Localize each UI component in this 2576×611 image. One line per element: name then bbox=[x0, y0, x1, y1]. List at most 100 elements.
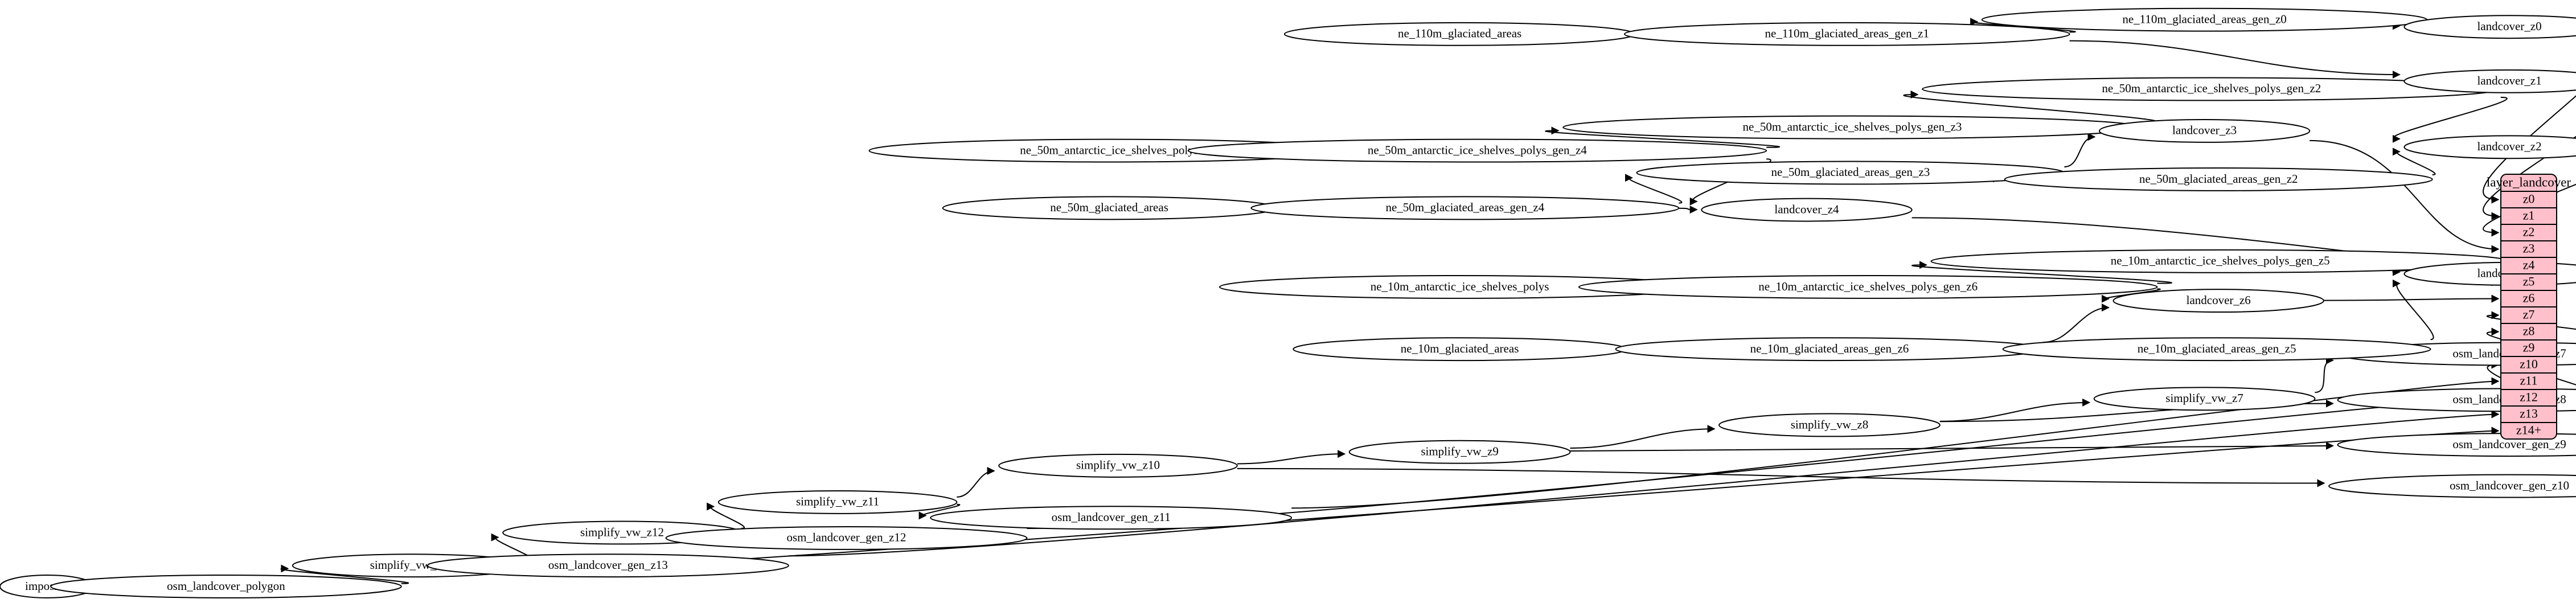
graph-node-ne_10m_antarctic_ice_shelves_polys_gen_z6[interactable]: ne_10m_antarctic_ice_shelves_polys_gen_z… bbox=[1578, 275, 2158, 299]
edge-simplify_vw_z9--to--simplify_vw_z8 bbox=[1570, 425, 1716, 449]
node-label: landcover_z2 bbox=[2477, 140, 2541, 153]
graph-node-osm_landcover_polygon[interactable]: osm_landcover_polygon bbox=[50, 575, 402, 598]
node-ellipse bbox=[2004, 167, 2433, 191]
layer-table-row-z13[interactable]: z13 bbox=[2520, 407, 2538, 421]
layer-table-row-z1[interactable]: z1 bbox=[2523, 208, 2535, 223]
layer-table-row-z12[interactable]: z12 bbox=[2520, 390, 2538, 404]
node-label: ne_50m_glaciated_areas_gen_z3 bbox=[1771, 165, 1930, 179]
graph-node-landcover_z6[interactable]: landcover_z6 bbox=[2113, 289, 2324, 313]
graph-node-simplify_vw_z9[interactable]: simplify_vw_z9 bbox=[1348, 440, 1571, 464]
layer-table-row-z6[interactable]: z6 bbox=[2523, 291, 2535, 305]
layer-table-row-z0[interactable]: z0 bbox=[2523, 192, 2535, 206]
graph-node-ne_50m_glaciated_areas_gen_z2[interactable]: ne_50m_glaciated_areas_gen_z2 bbox=[2004, 167, 2433, 191]
graph-node-ne_10m_glaciated_areas_gen_z5[interactable]: ne_10m_glaciated_areas_gen_z5 bbox=[2002, 337, 2431, 362]
node-label: ne_50m_glaciated_areas_gen_z2 bbox=[2139, 172, 2298, 186]
node-ellipse bbox=[2328, 474, 2576, 498]
graph-node-ne_110m_glaciated_areas_gen_z1[interactable]: ne_110m_glaciated_areas_gen_z1 bbox=[1623, 22, 2070, 46]
node-label: simplify_vw_z12 bbox=[580, 525, 664, 539]
graph-node-landcover_z4[interactable]: landcover_z4 bbox=[1701, 198, 1913, 222]
node-label: ne_50m_glaciated_areas_gen_z4 bbox=[1385, 200, 1544, 214]
layer-table-title: layer_landcover bbox=[2487, 175, 2571, 189]
node-ellipse bbox=[2002, 337, 2431, 362]
node-label: osm_landcover_gen_z10 bbox=[2450, 478, 2569, 492]
edge-osm_landcover_gen_z7--to--layer_landcover-z7 bbox=[2486, 311, 2576, 330]
layer-table-row-z11[interactable]: z11 bbox=[2520, 374, 2538, 388]
node-label: ne_10m_glaciated_areas_gen_z5 bbox=[2138, 342, 2296, 355]
graph-node-ne_50m_glaciated_areas_gen_z4[interactable]: ne_50m_glaciated_areas_gen_z4 bbox=[1250, 196, 1680, 220]
graph-node-ne_10m_antarctic_ice_shelves_polys_gen_z5[interactable]: ne_10m_antarctic_ice_shelves_polys_gen_z… bbox=[1930, 249, 2511, 273]
layer-table-row-z4[interactable]: z4 bbox=[2523, 258, 2535, 272]
graph-node-ne_110m_glaciated_areas_gen_z0[interactable]: ne_110m_glaciated_areas_gen_z0 bbox=[1981, 7, 2428, 32]
graph-node-ne_50m_glaciated_areas[interactable]: ne_50m_glaciated_areas bbox=[942, 196, 1277, 220]
node-ellipse bbox=[2098, 118, 2311, 143]
edge-ne_50m_antarctic_ice_shelves_polys_gen_z3--to--ne_50m_antarctic_ice_shelves_polys_gen_z2 bbox=[1903, 90, 2156, 123]
graph-node-ne_50m_glaciated_areas_gen_z3[interactable]: ne_50m_glaciated_areas_gen_z3 bbox=[1636, 161, 2065, 185]
graph-node-osm_landcover_gen_z10[interactable]: osm_landcover_gen_z10 bbox=[2328, 474, 2576, 498]
layer-table-row-z9[interactable]: z9 bbox=[2523, 341, 2535, 355]
edge-ne_50m_glaciated_areas_gen_z4--to--landcover_z4 bbox=[1679, 206, 1698, 214]
node-label: simplify_vw_z7 bbox=[2165, 391, 2243, 405]
edge-ne_10m_glaciated_areas_gen_z6--to--landcover_z6 bbox=[2043, 304, 2110, 343]
graph-node-ne_10m_glaciated_areas[interactable]: ne_10m_glaciated_areas bbox=[1293, 337, 1627, 362]
layer-table-row-z7[interactable]: z7 bbox=[2523, 307, 2535, 322]
edge-simplify_vw_z8--to--simplify_vw_z7 bbox=[1939, 398, 2091, 422]
graph-node-osm_landcover_gen_z13[interactable]: osm_landcover_gen_z13 bbox=[426, 553, 789, 578]
graph-node-landcover_z0[interactable]: landcover_z0 bbox=[2403, 15, 2576, 39]
graph-node-simplify_vw_z8[interactable]: simplify_vw_z8 bbox=[1718, 413, 1941, 437]
node-ellipse bbox=[2403, 135, 2576, 159]
layer-table-row-z2[interactable]: z2 bbox=[2523, 225, 2535, 239]
node-label: ne_10m_antarctic_ice_shelves_polys bbox=[1371, 280, 1549, 293]
node-ellipse bbox=[1348, 440, 1571, 464]
graph-node-simplify_vw_z10[interactable]: simplify_vw_z10 bbox=[998, 453, 1238, 478]
node-label: ne_110m_glaciated_areas bbox=[1398, 27, 1521, 40]
graph-node-landcover_z3[interactable]: landcover_z3 bbox=[2098, 118, 2311, 143]
graph-node-landcover_z2[interactable]: landcover_z2 bbox=[2403, 135, 2576, 159]
edge-simplify_vw_z11--to--simplify_vw_z10 bbox=[957, 466, 995, 498]
node-label: osm_landcover_gen_z12 bbox=[786, 531, 906, 544]
edge-simplify_vw_z7--to--osm_landcover_gen_z7 bbox=[2315, 356, 2334, 393]
layer-table-row-z10[interactable]: z10 bbox=[2520, 357, 2538, 371]
edge-simplify_vw_z10--to--osm_landcover_gen_z10 bbox=[1237, 468, 2325, 487]
node-label: ne_50m_antarctic_ice_shelves_polys_gen_z… bbox=[1743, 120, 1962, 133]
node-label: landcover_z0 bbox=[2477, 19, 2541, 33]
graph-node-ne_50m_antarctic_ice_shelves_polys_gen_z3[interactable]: ne_50m_antarctic_ice_shelves_polys_gen_z… bbox=[1562, 115, 2142, 140]
node-label: osm_landcover_gen_z13 bbox=[548, 558, 668, 572]
graph-node-ne_10m_antarctic_ice_shelves_polys[interactable]: ne_10m_antarctic_ice_shelves_polys bbox=[1219, 275, 1701, 299]
node-ellipse bbox=[426, 553, 789, 578]
layer-landcover-table: layer_landcover z0 z1 z2 z3 z4 z5 z6 z7 z8 z9 z10 z1… bbox=[2487, 174, 2571, 440]
node-ellipse bbox=[1701, 198, 1913, 222]
edge-osm_landcover_polygon--to--simplify_vw_z13 bbox=[280, 564, 409, 584]
edge-ne_50m_antarctic_ice_shelves_polys_gen_z4--to--ne_50m_antarctic_ice_shelves_polys_gen_z3 bbox=[1545, 126, 1780, 148]
node-label: ne_110m_glaciated_areas_gen_z0 bbox=[2122, 12, 2286, 26]
node-label: ne_110m_glaciated_areas_gen_z1 bbox=[1765, 27, 1929, 40]
graph-node-osm_landcover_gen_z12[interactable]: osm_landcover_gen_z12 bbox=[665, 526, 1028, 550]
graph-node-ne_50m_antarctic_ice_shelves_polys_gen_z4[interactable]: ne_50m_antarctic_ice_shelves_polys_gen_z… bbox=[1187, 138, 1767, 163]
node-label: osm_landcover_gen_z11 bbox=[1052, 510, 1171, 524]
graph-node-landcover_z1[interactable]: landcover_z1 bbox=[2403, 69, 2576, 93]
edge-ne_110m_glaciated_areas_gen_z1--to--landcover_z1 bbox=[2069, 40, 2401, 79]
graph-node-ne_110m_glaciated_areas[interactable]: ne_110m_glaciated_areas bbox=[1283, 22, 1636, 46]
edge-simplify_vw_z10--to--simplify_vw_z9 bbox=[1237, 450, 1346, 465]
layer-table-row-z8[interactable]: z8 bbox=[2523, 324, 2535, 338]
graph-node-simplify_vw_z11[interactable]: simplify_vw_z11 bbox=[717, 490, 958, 514]
edge-osm_landcover_gen_z8--to--layer_landcover-z8 bbox=[2486, 327, 2576, 357]
layer-table-row-z5[interactable]: z5 bbox=[2523, 274, 2535, 289]
node-ellipse bbox=[2403, 15, 2576, 39]
graph-node-simplify_vw_z7[interactable]: simplify_vw_z7 bbox=[2093, 387, 2316, 411]
edge-landcover_z0--to--layer_landcover-z0 bbox=[2483, 95, 2576, 204]
layer-table-row-z3[interactable]: z3 bbox=[2523, 241, 2535, 256]
node-label: ne_50m_antarctic_ice_shelves_polys_gen_z… bbox=[2102, 81, 2321, 95]
node-label: ne_10m_glaciated_areas bbox=[1401, 342, 1519, 355]
node-ellipse bbox=[2093, 387, 2316, 411]
node-label: simplify_vw_z10 bbox=[1076, 458, 1160, 472]
node-label: ne_50m_glaciated_areas bbox=[1050, 200, 1168, 214]
graph-node-ne_10m_glaciated_areas_gen_z6[interactable]: ne_10m_glaciated_areas_gen_z6 bbox=[1615, 337, 2044, 362]
edge-ne_50m_antarctic_ice_shelves_polys_gen_z2--to--landcover_z2 bbox=[2392, 96, 2508, 143]
node-label: landcover_z4 bbox=[1774, 202, 1839, 216]
graph-node-ne_50m_antarctic_ice_shelves_polys_gen_z2[interactable]: ne_50m_antarctic_ice_shelves_polys_gen_z… bbox=[1922, 77, 2501, 101]
node-label: simplify_vw_z9 bbox=[1421, 445, 1499, 458]
layer-table-row-z14+[interactable]: z14+ bbox=[2516, 423, 2541, 437]
graph-node-osm_landcover_gen_z11[interactable]: osm_landcover_gen_z11 bbox=[930, 506, 1293, 530]
